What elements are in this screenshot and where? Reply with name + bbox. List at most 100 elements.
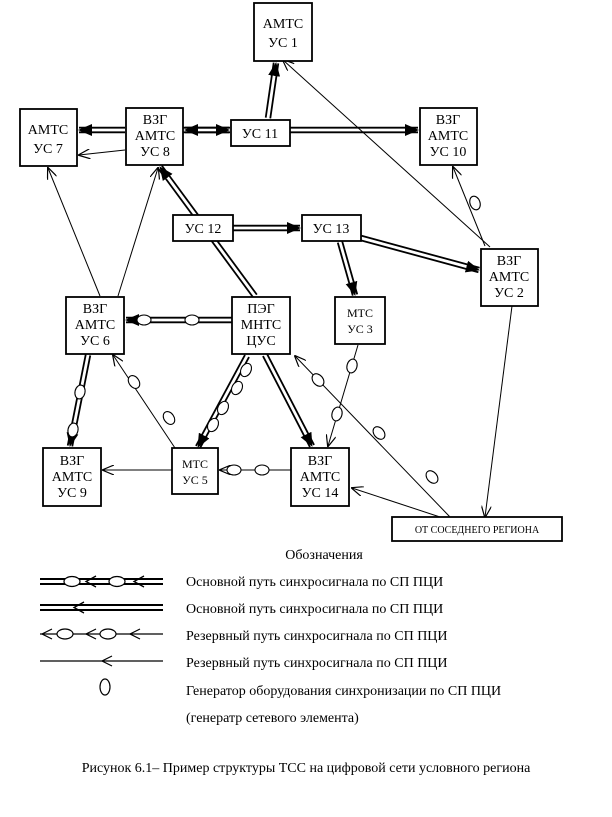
generator-icon [206, 417, 220, 433]
svg-text:УС 2: УС 2 [494, 286, 524, 301]
node-vzg-us14: ВЗГ АМТС УС 14 [290, 447, 350, 507]
generator-icon [254, 464, 270, 476]
node-label: АМТС [28, 123, 68, 138]
svg-text:УС 5: УС 5 [182, 473, 208, 487]
generators [67, 195, 481, 484]
node-label: УС 14 [302, 486, 339, 501]
node-label: УС 7 [33, 142, 63, 157]
node-label: УС 1 [268, 36, 298, 51]
node-mts-us3: МТС УС 3 [334, 296, 386, 345]
node-label: АМТС [135, 129, 175, 144]
generator-icon [425, 470, 439, 484]
svg-text:ПЭГ: ПЭГ [247, 302, 274, 317]
generator-icon [239, 362, 253, 378]
legend-item-1: Основной путь синхросигнала по СП ПЦИ [186, 575, 443, 590]
svg-text:АМТС: АМТС [300, 470, 340, 485]
node-label: АМТС [263, 17, 303, 32]
link-mts5-to-us6-res [113, 355, 176, 449]
legend-symbol-reserve-path [40, 655, 163, 667]
svg-text:УС 1: УС 1 [268, 36, 298, 51]
legend-item-4: Резервный путь синхросигнала по СП ПЦИ [186, 656, 448, 671]
svg-text:УС 8: УС 8 [140, 145, 170, 160]
svg-text:УС 9: УС 9 [57, 486, 87, 501]
legend-item-3: Резервный путь синхросигнала по СП ПЦИ [186, 629, 448, 644]
svg-text:ЦУС: ЦУС [246, 334, 275, 349]
node-peg-mnts-tsus: ПЭГ МНТС ЦУС [231, 296, 291, 355]
node-amts-us7: АМТС УС 7 [19, 108, 78, 167]
legend-note: (генератр сетевого элемента) [186, 711, 359, 726]
generator-icon [226, 464, 242, 476]
svg-text:УС 14: УС 14 [302, 486, 339, 501]
generator-icon [230, 380, 244, 396]
node-vzg-us10: ВЗГ АМТС УС 10 [419, 107, 478, 166]
svg-text:УС 3: УС 3 [347, 322, 373, 336]
link-us11-to-us10 [290, 124, 419, 136]
node-neighbor-region: ОТ СОСЕДНЕГО РЕГИОНА [391, 516, 563, 542]
node-label: ВЗГ [83, 302, 107, 317]
node-label: ВЗГ [497, 254, 521, 269]
node-label: АМТС [75, 318, 115, 333]
link-neighbor-to-us14-res [352, 488, 441, 518]
link-us12-to-us13 [233, 222, 301, 234]
legend-symbol-reserve-path-with-generators [40, 628, 163, 640]
generator-icon [184, 314, 200, 326]
generator-icon [469, 195, 481, 211]
link-peg-to-us14 [262, 353, 315, 448]
link-us6-to-us8-res [117, 168, 158, 297]
node-label: УС 13 [313, 222, 350, 237]
link-us8-to-us7 [78, 124, 125, 136]
legend-item-5: Генератор оборудования синхронизации по … [186, 684, 501, 699]
svg-text:ВЗГ: ВЗГ [143, 113, 167, 128]
link-us2-to-us10-res [453, 167, 486, 247]
link-neighbor-to-us2-res [485, 305, 513, 517]
node-vzg-us6: ВЗГ АМТС УС 6 [65, 296, 125, 355]
generator-icon [372, 426, 386, 440]
node-label: АМТС [428, 129, 468, 144]
legend-item-2: Основной путь синхросигнала по СП ПЦИ [186, 602, 443, 617]
svg-text:МТС: МТС [347, 306, 373, 320]
svg-text:ВЗГ: ВЗГ [308, 454, 332, 469]
legend-symbol-main-path [40, 601, 163, 614]
link-us6-to-us7-res [48, 168, 101, 297]
svg-text:АМТС: АМТС [135, 129, 175, 144]
svg-text:ВЗГ: ВЗГ [497, 254, 521, 269]
node-label: ВЗГ [308, 454, 332, 469]
svg-text:УС 13: УС 13 [313, 222, 350, 237]
generator-icon [162, 411, 176, 425]
node-label: УС 6 [80, 334, 110, 349]
legend: Обозначения Основной путь синхросигнала … [40, 548, 501, 726]
svg-text:АМТС: АМТС [52, 470, 92, 485]
svg-text:УС 6: УС 6 [80, 334, 110, 349]
node-label: ЦУС [246, 334, 275, 349]
node-amts-us1: АМТС УС 1 [253, 2, 313, 62]
node-label: МТС [182, 457, 208, 471]
node-label: МТС [347, 306, 373, 320]
svg-text:УС 11: УС 11 [242, 127, 278, 142]
generator-icon [74, 384, 86, 400]
figure-caption: Рисунок 6.1– Пример структуры ТСС на циф… [81, 761, 531, 776]
generator-icon [346, 358, 358, 374]
node-label: УС 10 [430, 145, 467, 160]
node-label: АМТС [300, 470, 340, 485]
svg-text:УС 7: УС 7 [33, 142, 63, 157]
generator-icon [311, 373, 325, 387]
legend-symbol-main-path-with-generators [40, 575, 163, 588]
svg-text:АМТС: АМТС [428, 129, 468, 144]
generator-icon [136, 314, 152, 326]
link-us8-to-us7-res [79, 150, 126, 155]
node-label: УС 9 [57, 486, 87, 501]
node-label: УС 8 [140, 145, 170, 160]
generator-icon [127, 375, 141, 389]
svg-text:ВЗГ: ВЗГ [436, 113, 460, 128]
generator-icon [216, 400, 230, 416]
node-label: УС 2 [494, 286, 524, 301]
svg-text:ОТ СОСЕДНЕГО РЕГИОНА: ОТ СОСЕДНЕГО РЕГИОНА [415, 525, 540, 536]
node-label: ВЗГ [143, 113, 167, 128]
node-vzg-us2: ВЗГ АМТС УС 2 [480, 248, 539, 307]
node-label: ОТ СОСЕДНЕГО РЕГИОНА [415, 525, 540, 536]
node-us11: УС 11 [230, 119, 291, 147]
node-label: УС 3 [347, 322, 373, 336]
node-us13: УС 13 [301, 214, 362, 242]
node-label: ВЗГ [60, 454, 84, 469]
